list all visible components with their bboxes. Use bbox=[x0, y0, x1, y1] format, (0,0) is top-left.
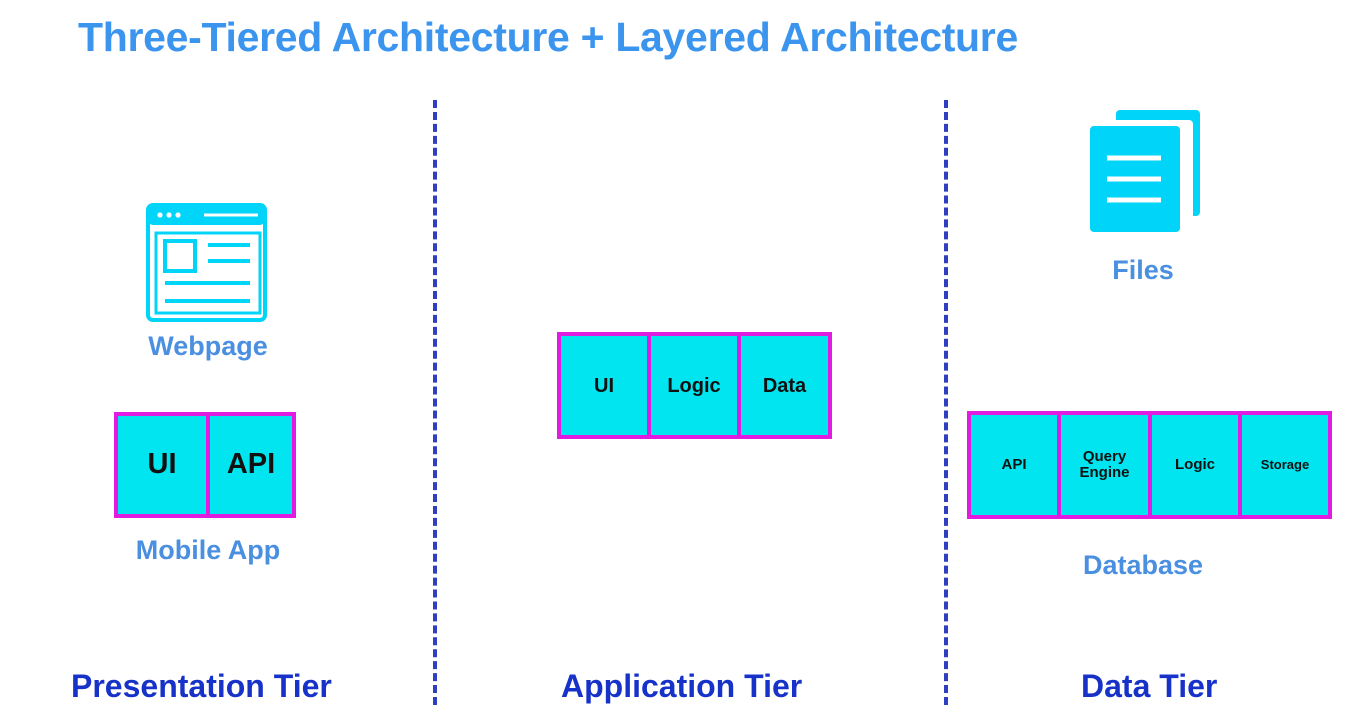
presentation-tier-label: Presentation Tier bbox=[71, 668, 332, 704]
mobile-app-layers: UI API bbox=[114, 412, 296, 518]
webpage-icon bbox=[146, 203, 267, 322]
db-api-layer: API bbox=[967, 411, 1061, 519]
files-icon bbox=[1090, 110, 1200, 232]
database-label: Database bbox=[1082, 550, 1204, 580]
app-ui-layer: UI bbox=[557, 332, 651, 439]
app-logic-layer: Logic bbox=[647, 332, 741, 439]
db-query-engine-layer: Query Engine bbox=[1057, 411, 1152, 519]
db-logic-layer: Logic bbox=[1148, 411, 1242, 519]
files-label: Files bbox=[1112, 255, 1174, 285]
diagram-title: Three-Tiered Architecture + Layered Arch… bbox=[78, 14, 1018, 60]
tier-divider-right bbox=[944, 100, 948, 705]
application-tier-label: Application Tier bbox=[561, 668, 803, 704]
mobile-ui-layer: UI bbox=[114, 412, 210, 518]
webpage-label: Webpage bbox=[148, 331, 268, 361]
tier-divider-left bbox=[433, 100, 437, 705]
mobile-app-label: Mobile App bbox=[135, 535, 281, 565]
application-layers: UI Logic Data bbox=[557, 332, 832, 439]
data-tier-label: Data Tier bbox=[1081, 668, 1218, 704]
app-data-layer: Data bbox=[737, 332, 832, 439]
db-storage-layer: Storage bbox=[1238, 411, 1332, 519]
mobile-api-layer: API bbox=[206, 412, 296, 518]
database-layers: API Query Engine Logic Storage bbox=[967, 411, 1332, 519]
